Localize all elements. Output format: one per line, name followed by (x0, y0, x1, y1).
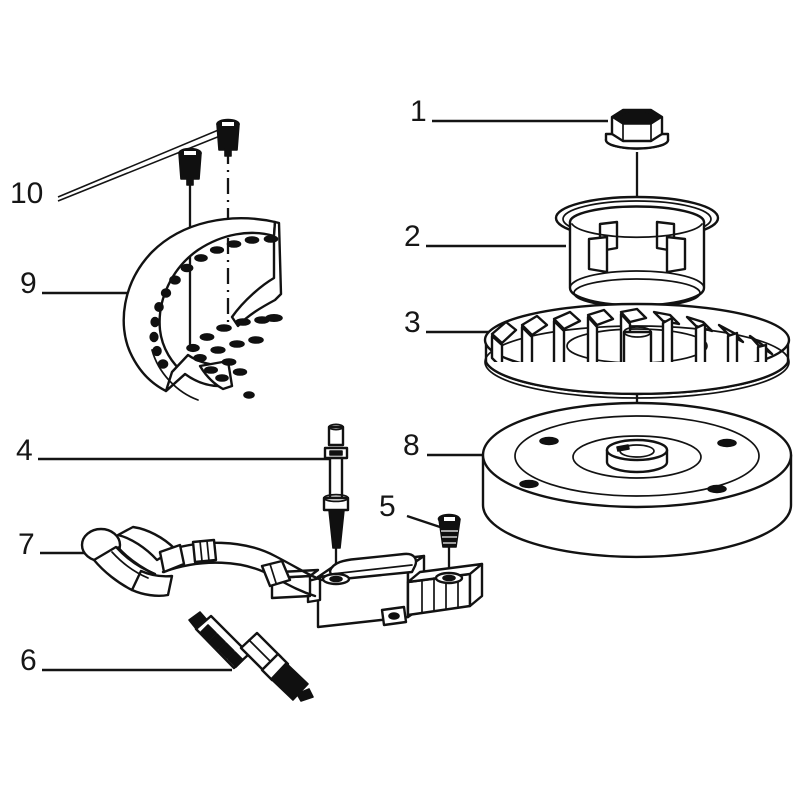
plug-ground-electrode (296, 688, 314, 702)
leader-10-b (57, 131, 231, 202)
coil-screw[interactable] (437, 513, 461, 548)
ht-lead-upper-edge (158, 541, 324, 582)
shroud-bolts[interactable] (178, 118, 240, 186)
flywheel-bottom-edge (482, 504, 792, 558)
coil-core-right (468, 562, 484, 608)
long-bolt[interactable] (322, 423, 350, 549)
flywheel-nut[interactable] (604, 108, 670, 150)
flywheel-bolt-holes (519, 436, 737, 494)
long-bolt-shoulder-top (323, 493, 349, 503)
spark-plug[interactable] (188, 611, 314, 702)
coil-bolt-hole (329, 575, 343, 583)
flywheel-hub-top (605, 438, 669, 462)
long-bolt-head (327, 425, 345, 447)
cup-tab-4 (665, 235, 687, 274)
callout-8[interactable]: 8 (403, 429, 420, 462)
starter-cup[interactable] (554, 195, 720, 308)
flywheel-keyway (616, 444, 630, 452)
shroud-perforations-lower (186, 316, 270, 382)
callout-1[interactable]: 1 (410, 95, 427, 128)
long-bolt-thread (328, 509, 345, 549)
coil-screw-slot (444, 517, 455, 521)
callout-numbers: 1 2 3 4 5 6 7 8 9 10 (10, 95, 427, 677)
coil-former (328, 552, 418, 582)
leader-10-a (57, 125, 229, 198)
coil-lug-hole (388, 612, 400, 620)
callout-5[interactable]: 5 (379, 490, 396, 523)
long-bolt-shank (328, 456, 344, 500)
callout-6[interactable]: 6 (20, 644, 37, 677)
shroud-right-flange (230, 220, 283, 328)
plug-thread-shell (270, 662, 309, 701)
shroud-back-arc (151, 349, 199, 401)
callout-9[interactable]: 9 (20, 267, 37, 300)
ht-lead-ferrule-a (158, 543, 186, 574)
cooling-fan[interactable] (483, 302, 791, 399)
coil-former-line (331, 564, 413, 575)
ht-lead-ferrule-b (191, 538, 218, 564)
leader-lines (38, 119, 608, 672)
long-bolt-head-top (328, 423, 344, 431)
leader-5 (406, 514, 444, 530)
fan-boss-top (623, 326, 652, 338)
callout-2[interactable]: 2 (404, 220, 421, 253)
shroud-bolt-left (178, 147, 202, 186)
flywheel-ring-outer (514, 415, 760, 497)
cap-boot-tail (130, 569, 174, 597)
plug-insulator-ribs (200, 624, 244, 668)
fan-lower-edge (484, 360, 790, 396)
cap-boot-ribs (111, 546, 156, 579)
ht-lead-ferrule-c (260, 559, 292, 588)
spark-plug-cap-lead[interactable] (80, 525, 324, 598)
nut-bore (622, 111, 652, 123)
coil-screw-threads (441, 530, 458, 544)
shroud-bolt-right (216, 118, 240, 157)
coil-screw-hole (442, 574, 456, 582)
air-guide-shroud[interactable] (122, 217, 283, 401)
cup-inner-back (571, 223, 703, 239)
callout-7[interactable]: 7 (18, 528, 35, 561)
callout-10[interactable]: 10 (10, 177, 43, 210)
flywheel-ring-inner (572, 435, 702, 479)
shroud-slot-holes (243, 313, 283, 399)
flywheel[interactable] (481, 401, 793, 559)
callout-3[interactable]: 3 (404, 306, 421, 339)
cup-tab-3 (587, 235, 609, 274)
callout-4[interactable]: 4 (16, 434, 33, 467)
plug-hex-edge (248, 639, 274, 665)
ht-lead-rib-marks (199, 540, 277, 584)
shroud-perforations-upper (149, 235, 279, 369)
long-bolt-collar-mark (329, 450, 343, 456)
